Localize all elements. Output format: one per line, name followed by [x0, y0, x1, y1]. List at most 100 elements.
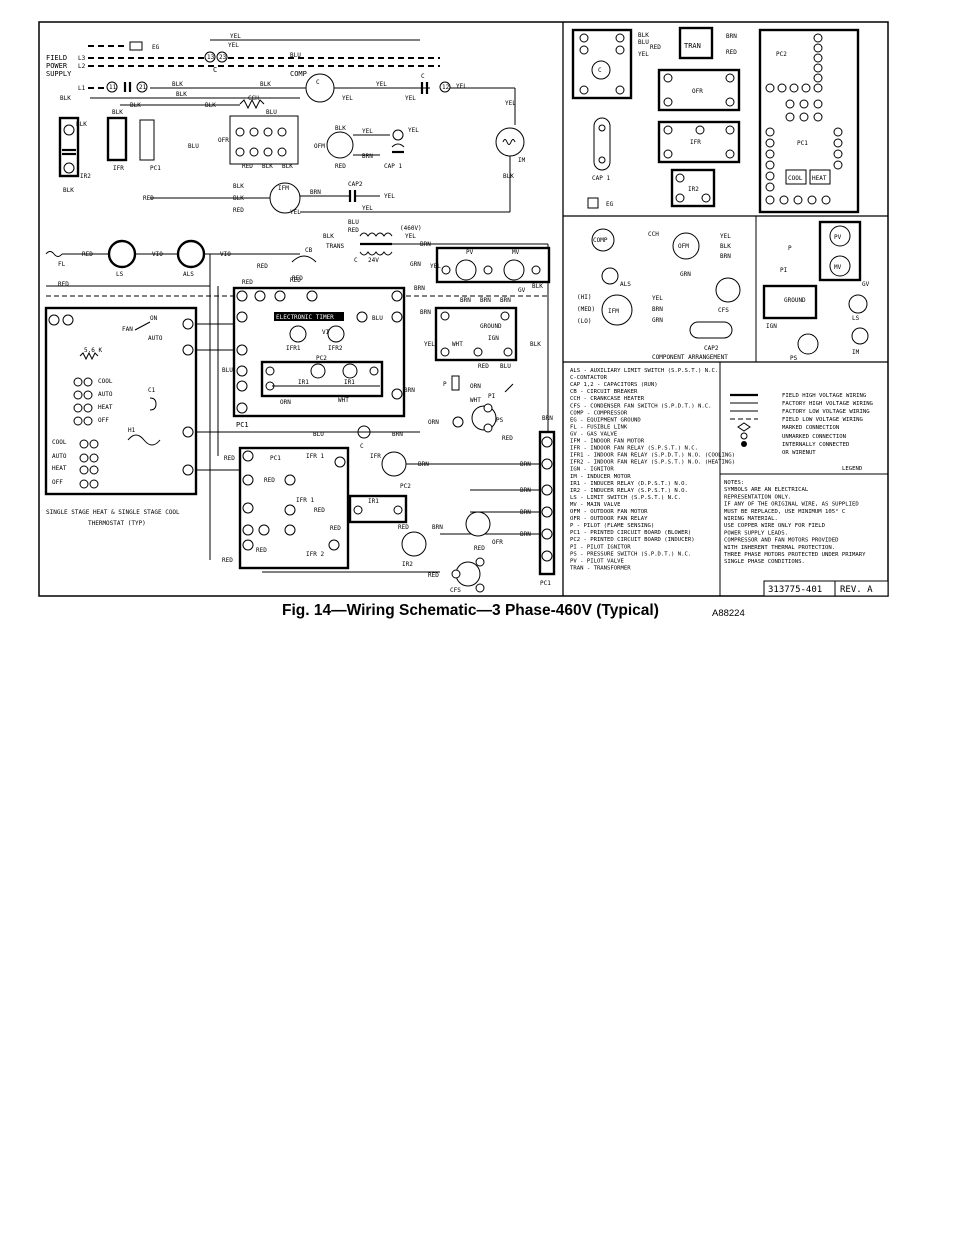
svg-text:RED: RED — [398, 524, 409, 531]
svg-text:BRN: BRN — [420, 309, 431, 316]
note-item: REPRESENTATION ONLY. — [724, 494, 791, 500]
abbreviation-item: PV - PILOT VALVE — [570, 558, 625, 564]
svg-text:BLK: BLK — [205, 102, 216, 109]
svg-text:24V: 24V — [368, 257, 379, 264]
svg-text:RED: RED — [264, 477, 275, 484]
abbreviation-item: MV - MAIN VALVE — [570, 502, 621, 508]
svg-text:IGN: IGN — [488, 335, 499, 342]
svg-text:YEL: YEL — [384, 193, 395, 200]
abbreviation-item: GV - GAS VALVE — [570, 431, 618, 437]
svg-text:YEL: YEL — [652, 295, 663, 302]
svg-text:RED: RED — [58, 281, 69, 288]
svg-text:BRN: BRN — [720, 253, 731, 260]
abbreviation-item: CCH - CRANKCASE HEATER — [570, 396, 645, 402]
figure-caption: Fig. 14—Wiring Schematic—3 Phase-460V (T… — [282, 602, 659, 619]
svg-text:RED: RED — [330, 525, 341, 532]
svg-text:EG: EG — [606, 201, 614, 208]
svg-text:ON: ON — [150, 315, 158, 322]
svg-text:YEL: YEL — [720, 233, 731, 240]
svg-text:C: C — [354, 257, 358, 264]
drawing-frame — [38, 21, 889, 597]
svg-text:IFM: IFM — [608, 308, 619, 315]
svg-text:BRN: BRN — [480, 297, 491, 304]
svg-text:YEL: YEL — [405, 95, 416, 102]
electronic-timer — [274, 312, 344, 321]
svg-text:BLK: BLK — [172, 81, 183, 88]
svg-text:BLK: BLK — [176, 91, 187, 98]
svg-text:ORN: ORN — [470, 383, 481, 390]
svg-text:(460V): (460V) — [400, 225, 422, 232]
svg-text:PS: PS — [496, 417, 504, 424]
svg-text:WHT: WHT — [452, 341, 463, 348]
svg-text:CAP 1: CAP 1 — [592, 175, 610, 182]
svg-text:LS: LS — [116, 271, 124, 278]
svg-text:OFR: OFR — [218, 137, 229, 144]
svg-text:(LO): (LO) — [577, 318, 591, 325]
svg-text:C: C — [598, 67, 602, 74]
thermostat-caption: SINGLE STAGE HEAT & SINGLE STAGE COOL — [46, 509, 180, 516]
svg-text:THERMOSTAT (TYP): THERMOSTAT (TYP) — [88, 520, 146, 527]
svg-text:COOL: COOL — [98, 378, 113, 385]
svg-text:BLU: BLU — [638, 39, 649, 46]
comp-label: COMP — [290, 70, 307, 78]
svg-text:BLU: BLU — [188, 143, 199, 150]
svg-text:IFR: IFR — [690, 139, 701, 146]
ofr-arrangement — [657, 68, 741, 112]
abbreviation-item: IFR2 - INDOOR FAN RELAY (S.P.S.T.) N.O. … — [570, 460, 735, 466]
note-item: WIRING MATERIAL. — [724, 516, 778, 522]
svg-text:ORN: ORN — [280, 399, 291, 406]
legend-title: LEGEND — [842, 466, 863, 472]
svg-text:BRN: BRN — [500, 297, 511, 304]
abbreviation-item: IR2 - INDUCER RELAY (S.P.S.T.) N.O. — [570, 488, 688, 494]
svg-text:CFS: CFS — [450, 587, 461, 594]
svg-text:FL: FL — [58, 261, 66, 268]
svg-text:AUTO: AUTO — [148, 335, 163, 342]
abbreviation-item: CFS - CONDENSER FAN SWITCH (S.P.D.T.) N.… — [570, 403, 711, 409]
svg-text:C: C — [213, 66, 217, 74]
svg-text:RED: RED — [222, 557, 233, 564]
svg-text:12: 12 — [442, 84, 450, 91]
svg-text:C: C — [421, 73, 425, 80]
svg-text:PC1: PC1 — [150, 165, 161, 172]
svg-text:YEL: YEL — [230, 33, 241, 40]
svg-text:BRN: BRN — [310, 189, 321, 196]
note-item: IF ANY OF THE ORIGINAL WIRE, AS SUPPLIED — [724, 502, 859, 508]
svg-text:BLK: BLK — [260, 81, 271, 88]
svg-text:BLK: BLK — [76, 121, 87, 128]
limit-switch — [107, 239, 137, 269]
svg-text:PC2: PC2 — [400, 483, 411, 490]
svg-text:IR1: IR1 — [368, 498, 379, 505]
ignitor-arrangement — [762, 284, 818, 320]
abbreviation-item: IFR - INDOOR FAN RELAY (S.P.S.T.) N.C. — [570, 446, 698, 452]
svg-text:YEL: YEL — [290, 209, 301, 216]
svg-text:P: P — [788, 245, 792, 252]
svg-text:CAP 1: CAP 1 — [384, 163, 402, 170]
svg-text:BRN: BRN — [432, 524, 443, 531]
svg-text:YEL: YEL — [430, 263, 441, 270]
svg-text:COOL: COOL — [788, 175, 803, 182]
svg-text:IFM: IFM — [278, 185, 289, 192]
svg-text:OFR: OFR — [692, 88, 703, 95]
svg-text:GRN: GRN — [410, 261, 421, 268]
svg-text:EG: EG — [152, 44, 160, 51]
svg-text:IFR 2: IFR 2 — [306, 551, 324, 558]
svg-text:RED: RED — [256, 547, 267, 554]
abbreviation-item: TRAN - TRANSFORMER — [570, 565, 631, 571]
svg-text:FAN: FAN — [122, 326, 133, 333]
abbreviation-list: ALS - AUXILIARY LIMIT SWITCH (S.P.S.T.) … — [570, 368, 735, 571]
cap1-arrangement — [593, 117, 611, 171]
svg-text:(HI): (HI) — [577, 294, 591, 301]
abbreviation-item: OFR - OUTDOOR FAN RELAY — [570, 516, 648, 522]
svg-text:RED: RED — [502, 435, 513, 442]
svg-text:PI: PI — [488, 393, 496, 400]
abbreviation-item: C-CONTACTOR — [570, 375, 608, 381]
svg-text:CAP2: CAP2 — [704, 345, 719, 352]
svg-text:OFM: OFM — [678, 243, 689, 250]
svg-text:BLU: BLU — [290, 52, 301, 59]
svg-text:BLK: BLK — [63, 187, 74, 194]
svg-text:BLK: BLK — [638, 32, 649, 39]
svg-text:BLK: BLK — [112, 109, 123, 116]
svg-text:(MED): (MED) — [577, 306, 595, 313]
svg-text:BLU: BLU — [500, 363, 511, 370]
svg-text:YEL: YEL — [228, 42, 239, 49]
